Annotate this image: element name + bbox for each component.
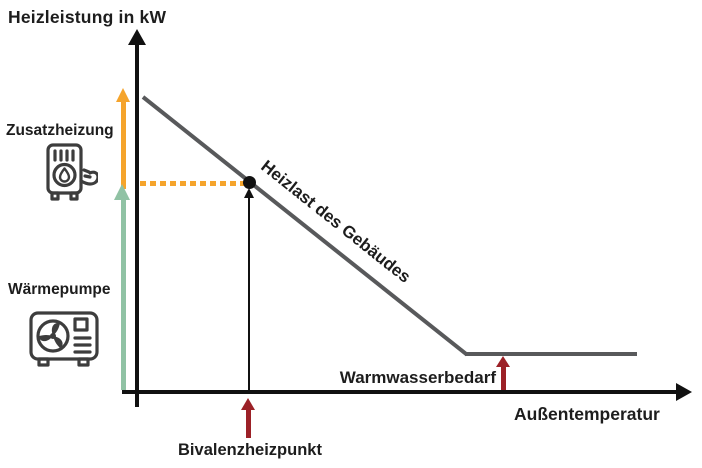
fan-blades bbox=[38, 322, 63, 349]
warmwasserbedarf-arrowhead-icon bbox=[496, 356, 510, 367]
bivalenzheizpunkt-label: Bivalenzheizpunkt bbox=[178, 441, 322, 459]
warmwasserbedarf-label: Warmwasserbedarf bbox=[339, 368, 496, 387]
zusatzheizung-label: Zusatzheizung bbox=[6, 122, 114, 139]
heat-pump-icon bbox=[29, 311, 99, 367]
x-axis-arrowhead-icon bbox=[676, 383, 692, 401]
waermepumpe-arrow-shaft bbox=[121, 199, 126, 390]
y-axis-arrowhead-icon bbox=[128, 29, 146, 45]
waermepumpe-label: Wärmepumpe bbox=[8, 281, 111, 298]
dotted-guide-line bbox=[140, 181, 244, 186]
heater-icon bbox=[46, 143, 98, 201]
bivalence-pointer-line bbox=[248, 197, 250, 390]
x-axis-line bbox=[122, 390, 679, 394]
load-curve-falling-segment bbox=[141, 95, 469, 357]
load-curve-label: Heizlast des Gebäudes bbox=[257, 156, 415, 287]
bivalence-point-dot bbox=[243, 176, 256, 189]
y-axis-title: Heizleistung in kW bbox=[8, 7, 167, 27]
y-axis-line bbox=[135, 42, 139, 407]
bivalenzheizpunkt-arrowhead-icon bbox=[241, 398, 255, 410]
warmwasserbedarf-arrow-shaft bbox=[501, 367, 506, 390]
zusatzheizung-arrowhead-icon bbox=[116, 88, 130, 102]
x-axis-label: Außentemperatur bbox=[514, 404, 660, 424]
load-curve-plateau-segment bbox=[465, 352, 637, 356]
bivalenzheizpunkt-arrow-shaft bbox=[246, 410, 251, 438]
bivalence-pointer-arrowhead-icon bbox=[244, 188, 254, 198]
zusatzheizung-arrow-shaft bbox=[121, 101, 126, 189]
waermepumpe-arrowhead-icon bbox=[114, 184, 130, 200]
